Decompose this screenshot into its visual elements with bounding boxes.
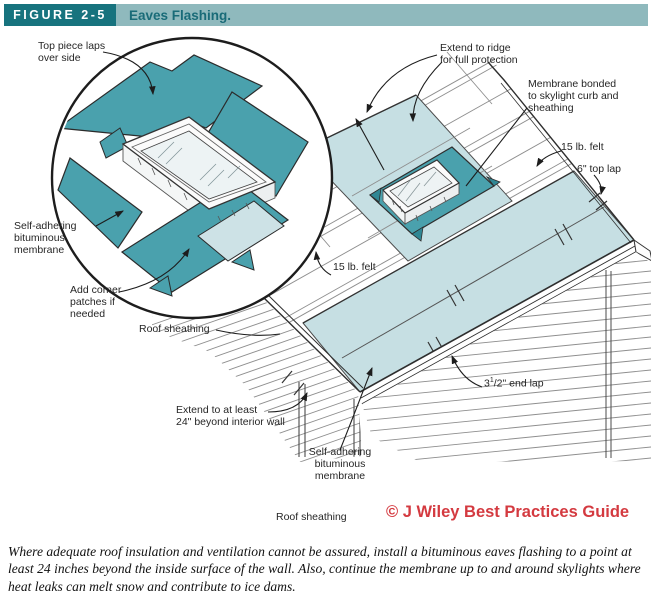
copyright-credit: © J Wiley Best Practices Guide — [386, 503, 630, 521]
leader-arrows — [95, 51, 606, 451]
label-roof-sheathing-bottom: Roof sheathing — [276, 511, 347, 523]
label-self-adhering-left: Self-adhering bituminous membrane — [14, 220, 77, 257]
label-extend-24: Extend to at least 24" beyond interior w… — [176, 404, 285, 429]
dimension-ticks-24in — [281, 370, 305, 396]
label-add-corner-patches: Add corner patches if needed — [70, 284, 122, 321]
label-top-piece: Top piece laps over side — [38, 40, 106, 65]
skylight — [382, 159, 460, 226]
glass-reflection-lines — [157, 141, 241, 187]
label-felt-mid: 15 lb. felt — [333, 261, 376, 273]
label-extend-ridge: Extend to ridge for full protection — [440, 42, 518, 67]
corner-patch — [197, 200, 285, 262]
inset-skylight — [121, 116, 277, 223]
flashing-left-apron — [57, 157, 143, 249]
label-roof-sheathing-left: Roof sheathing — [139, 323, 210, 335]
figure-title: Eaves Flashing. — [129, 8, 232, 23]
glass-reflection-lines — [397, 171, 437, 202]
eaves-flashing-diagram — [50, 36, 651, 462]
side-wall — [362, 252, 651, 462]
figure-number-tag: FIGURE 2-5 — [4, 4, 116, 26]
label-end-lap: 31/2" end lap — [484, 377, 544, 390]
label-self-adhering-bottom: Self-adhering bituminous membrane — [308, 446, 372, 483]
label-top-lap: 6" top lap — [577, 163, 622, 175]
corner-board — [605, 270, 612, 458]
label-felt-right: 15 lb. felt — [561, 141, 604, 153]
flashing-right-piece — [203, 91, 309, 197]
dimension-ticks-top-lap — [588, 192, 608, 211]
roof-plane — [249, 40, 651, 405]
inset-detail-circle — [50, 36, 334, 320]
figure-caption: Where adequate roof insulation and venti… — [8, 544, 641, 593]
label-membrane-bonded: Membrane bonded to skylight curb and she… — [528, 78, 619, 115]
figure-header: FIGURE 2-5 Eaves Flashing. — [4, 4, 648, 26]
